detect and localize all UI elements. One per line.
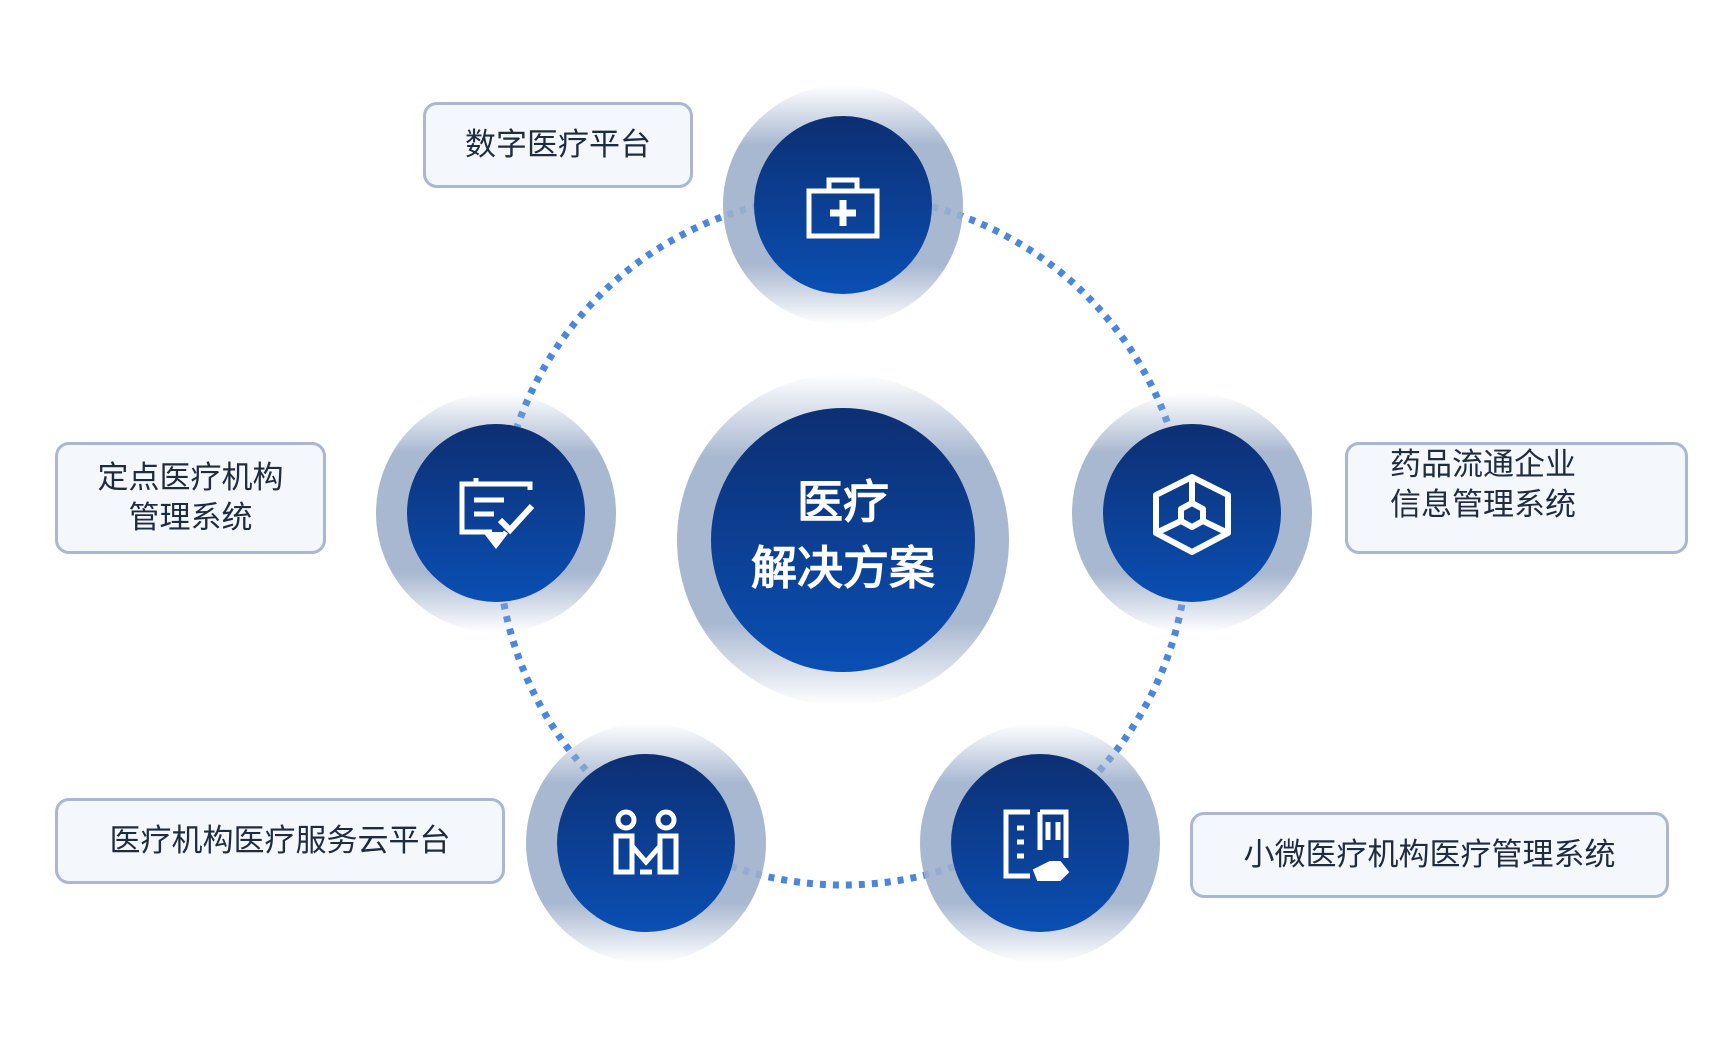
label-designated-institution: 定点医疗机构 管理系统 — [55, 442, 326, 554]
label-text: 小微医疗机构医疗管理系统 — [1243, 837, 1616, 873]
center-node: 医疗 解决方案 — [677, 374, 1009, 706]
certificate-board-icon — [459, 478, 535, 550]
node-designated-institution — [376, 393, 616, 633]
people-connect-icon — [613, 809, 679, 875]
node-circle — [1103, 424, 1281, 602]
label-text-line2: 管理系统 — [128, 500, 253, 536]
label-text: 医疗机构医疗服务云平台 — [109, 823, 451, 859]
node-circle — [557, 754, 735, 932]
label-text-line1: 定点医疗机构 — [97, 460, 284, 496]
center-title-line2: 解决方案 — [751, 541, 936, 595]
node-circle — [407, 424, 585, 602]
label-digital-medical-platform: 数字医疗平台 — [423, 102, 693, 188]
label-medical-service-cloud: 医疗机构医疗服务云平台 — [55, 798, 505, 884]
label-text-line2: 信息管理系统 — [1390, 487, 1576, 523]
center-title-line1: 医疗 — [797, 475, 889, 529]
medical-kit-icon — [806, 177, 880, 239]
center-circle — [711, 408, 975, 672]
label-small-clinic-system: 小微医疗机构医疗管理系统 — [1190, 812, 1669, 898]
label-text: 数字医疗平台 — [465, 127, 651, 163]
node-small-clinic-system — [920, 723, 1160, 963]
label-text-line1: 药品流通企业 — [1390, 447, 1576, 483]
node-pharma-distribution — [1072, 393, 1312, 633]
node-medical-service-cloud — [526, 723, 766, 963]
building-hand-icon — [1003, 809, 1070, 881]
node-digital-medical-platform — [723, 85, 963, 325]
hexagon-network-icon — [1153, 474, 1231, 555]
label-pharma-distribution: 药品流通企业 信息管理系统 — [1345, 442, 1688, 554]
